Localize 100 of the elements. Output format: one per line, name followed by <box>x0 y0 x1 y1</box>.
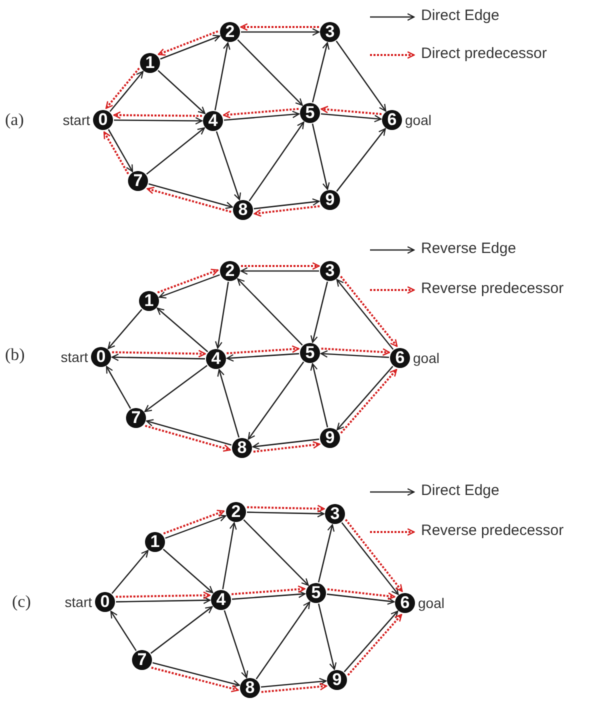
arrow <box>260 678 327 688</box>
graph-node <box>211 590 231 610</box>
graph-node <box>320 261 340 281</box>
panel-label: (a) <box>5 110 24 130</box>
arrow <box>158 274 220 299</box>
node-caption: start <box>62 112 90 128</box>
arrow <box>336 40 386 112</box>
arrow <box>312 124 330 190</box>
node-number: 9 <box>324 190 336 210</box>
node-number: 2 <box>224 22 236 42</box>
arrow <box>237 39 303 106</box>
arrow <box>116 591 211 600</box>
arrow <box>232 590 306 600</box>
node-number: 7 <box>136 650 148 670</box>
node-caption: start <box>60 349 88 365</box>
node-number: 1 <box>149 532 161 552</box>
arrow <box>226 345 300 354</box>
node-number: 7 <box>132 171 144 191</box>
node-number: 6 <box>394 348 406 368</box>
arrow <box>321 348 390 356</box>
arrow <box>110 610 137 652</box>
arrow <box>246 510 325 518</box>
arrow <box>336 128 386 192</box>
arrow <box>214 42 230 110</box>
arrow <box>254 198 320 210</box>
arrow <box>103 131 130 174</box>
legend-text: Reverse predecessor <box>421 280 564 298</box>
graph-node <box>240 678 260 698</box>
node-number: 9 <box>324 428 336 448</box>
node-number: 6 <box>386 110 398 130</box>
graph-node <box>320 190 340 210</box>
arrow <box>254 205 320 217</box>
arrow <box>156 308 208 352</box>
node-number: 7 <box>130 408 142 428</box>
arrow <box>111 354 206 362</box>
legend-text: Direct Edge <box>421 7 500 25</box>
node-number: 3 <box>324 261 336 281</box>
node-caption: goal <box>418 595 444 611</box>
graph-node <box>232 438 252 458</box>
arrow <box>215 282 229 349</box>
arrow <box>240 23 319 31</box>
panel-label: (c) <box>12 592 31 612</box>
arrow <box>106 366 132 409</box>
arrow <box>157 268 219 294</box>
arrow <box>158 30 218 56</box>
legend-text: Direct Edge <box>421 482 500 500</box>
node-number: 4 <box>207 111 219 131</box>
arrow <box>113 111 202 119</box>
arrow <box>256 601 310 680</box>
node-number: 1 <box>144 53 156 73</box>
arrow <box>217 369 240 438</box>
arrow <box>163 510 225 534</box>
graph-node <box>300 103 320 123</box>
arrow <box>318 524 335 582</box>
node-number: 4 <box>210 349 222 369</box>
node-number: 8 <box>237 200 249 220</box>
legend-text: Reverse Edge <box>421 240 516 258</box>
graph-node <box>320 428 340 448</box>
graph-node <box>139 291 159 311</box>
node-number: 8 <box>236 438 248 458</box>
graph-node <box>306 583 326 603</box>
arrow <box>150 606 213 654</box>
graph-node <box>233 200 253 220</box>
arrow <box>248 122 304 202</box>
arrow <box>114 117 203 125</box>
arrow <box>243 519 309 586</box>
arrow <box>241 28 320 36</box>
graph-node <box>132 650 152 670</box>
graph-node <box>203 111 223 131</box>
arrow <box>320 350 390 358</box>
arrow <box>222 522 237 590</box>
node-number: 9 <box>331 670 343 690</box>
node-caption: goal <box>405 112 432 128</box>
panel-label: (b) <box>5 345 25 365</box>
arrow <box>224 110 300 121</box>
node-number: 3 <box>324 22 336 42</box>
arrow <box>241 262 320 270</box>
arrow <box>326 594 395 605</box>
arrow <box>144 424 231 452</box>
arrow <box>146 127 205 175</box>
arrow <box>226 353 300 362</box>
node-number: 5 <box>310 583 322 603</box>
arrow <box>112 350 206 358</box>
node-caption: goal <box>413 350 440 366</box>
graph-node <box>206 349 226 369</box>
arrow <box>108 129 134 172</box>
arrow <box>232 585 306 596</box>
node-number: 6 <box>399 593 411 613</box>
arrow <box>312 42 330 102</box>
graph-node <box>320 22 340 42</box>
node-number: 0 <box>99 592 111 612</box>
arrow <box>151 666 239 692</box>
node-number: 0 <box>97 110 109 130</box>
node-number: 5 <box>304 343 316 363</box>
arrow <box>146 419 232 446</box>
arrow <box>248 362 304 440</box>
arrow <box>318 604 337 670</box>
arrow <box>165 514 226 539</box>
arrow <box>162 548 214 594</box>
node-number: 5 <box>304 103 316 123</box>
